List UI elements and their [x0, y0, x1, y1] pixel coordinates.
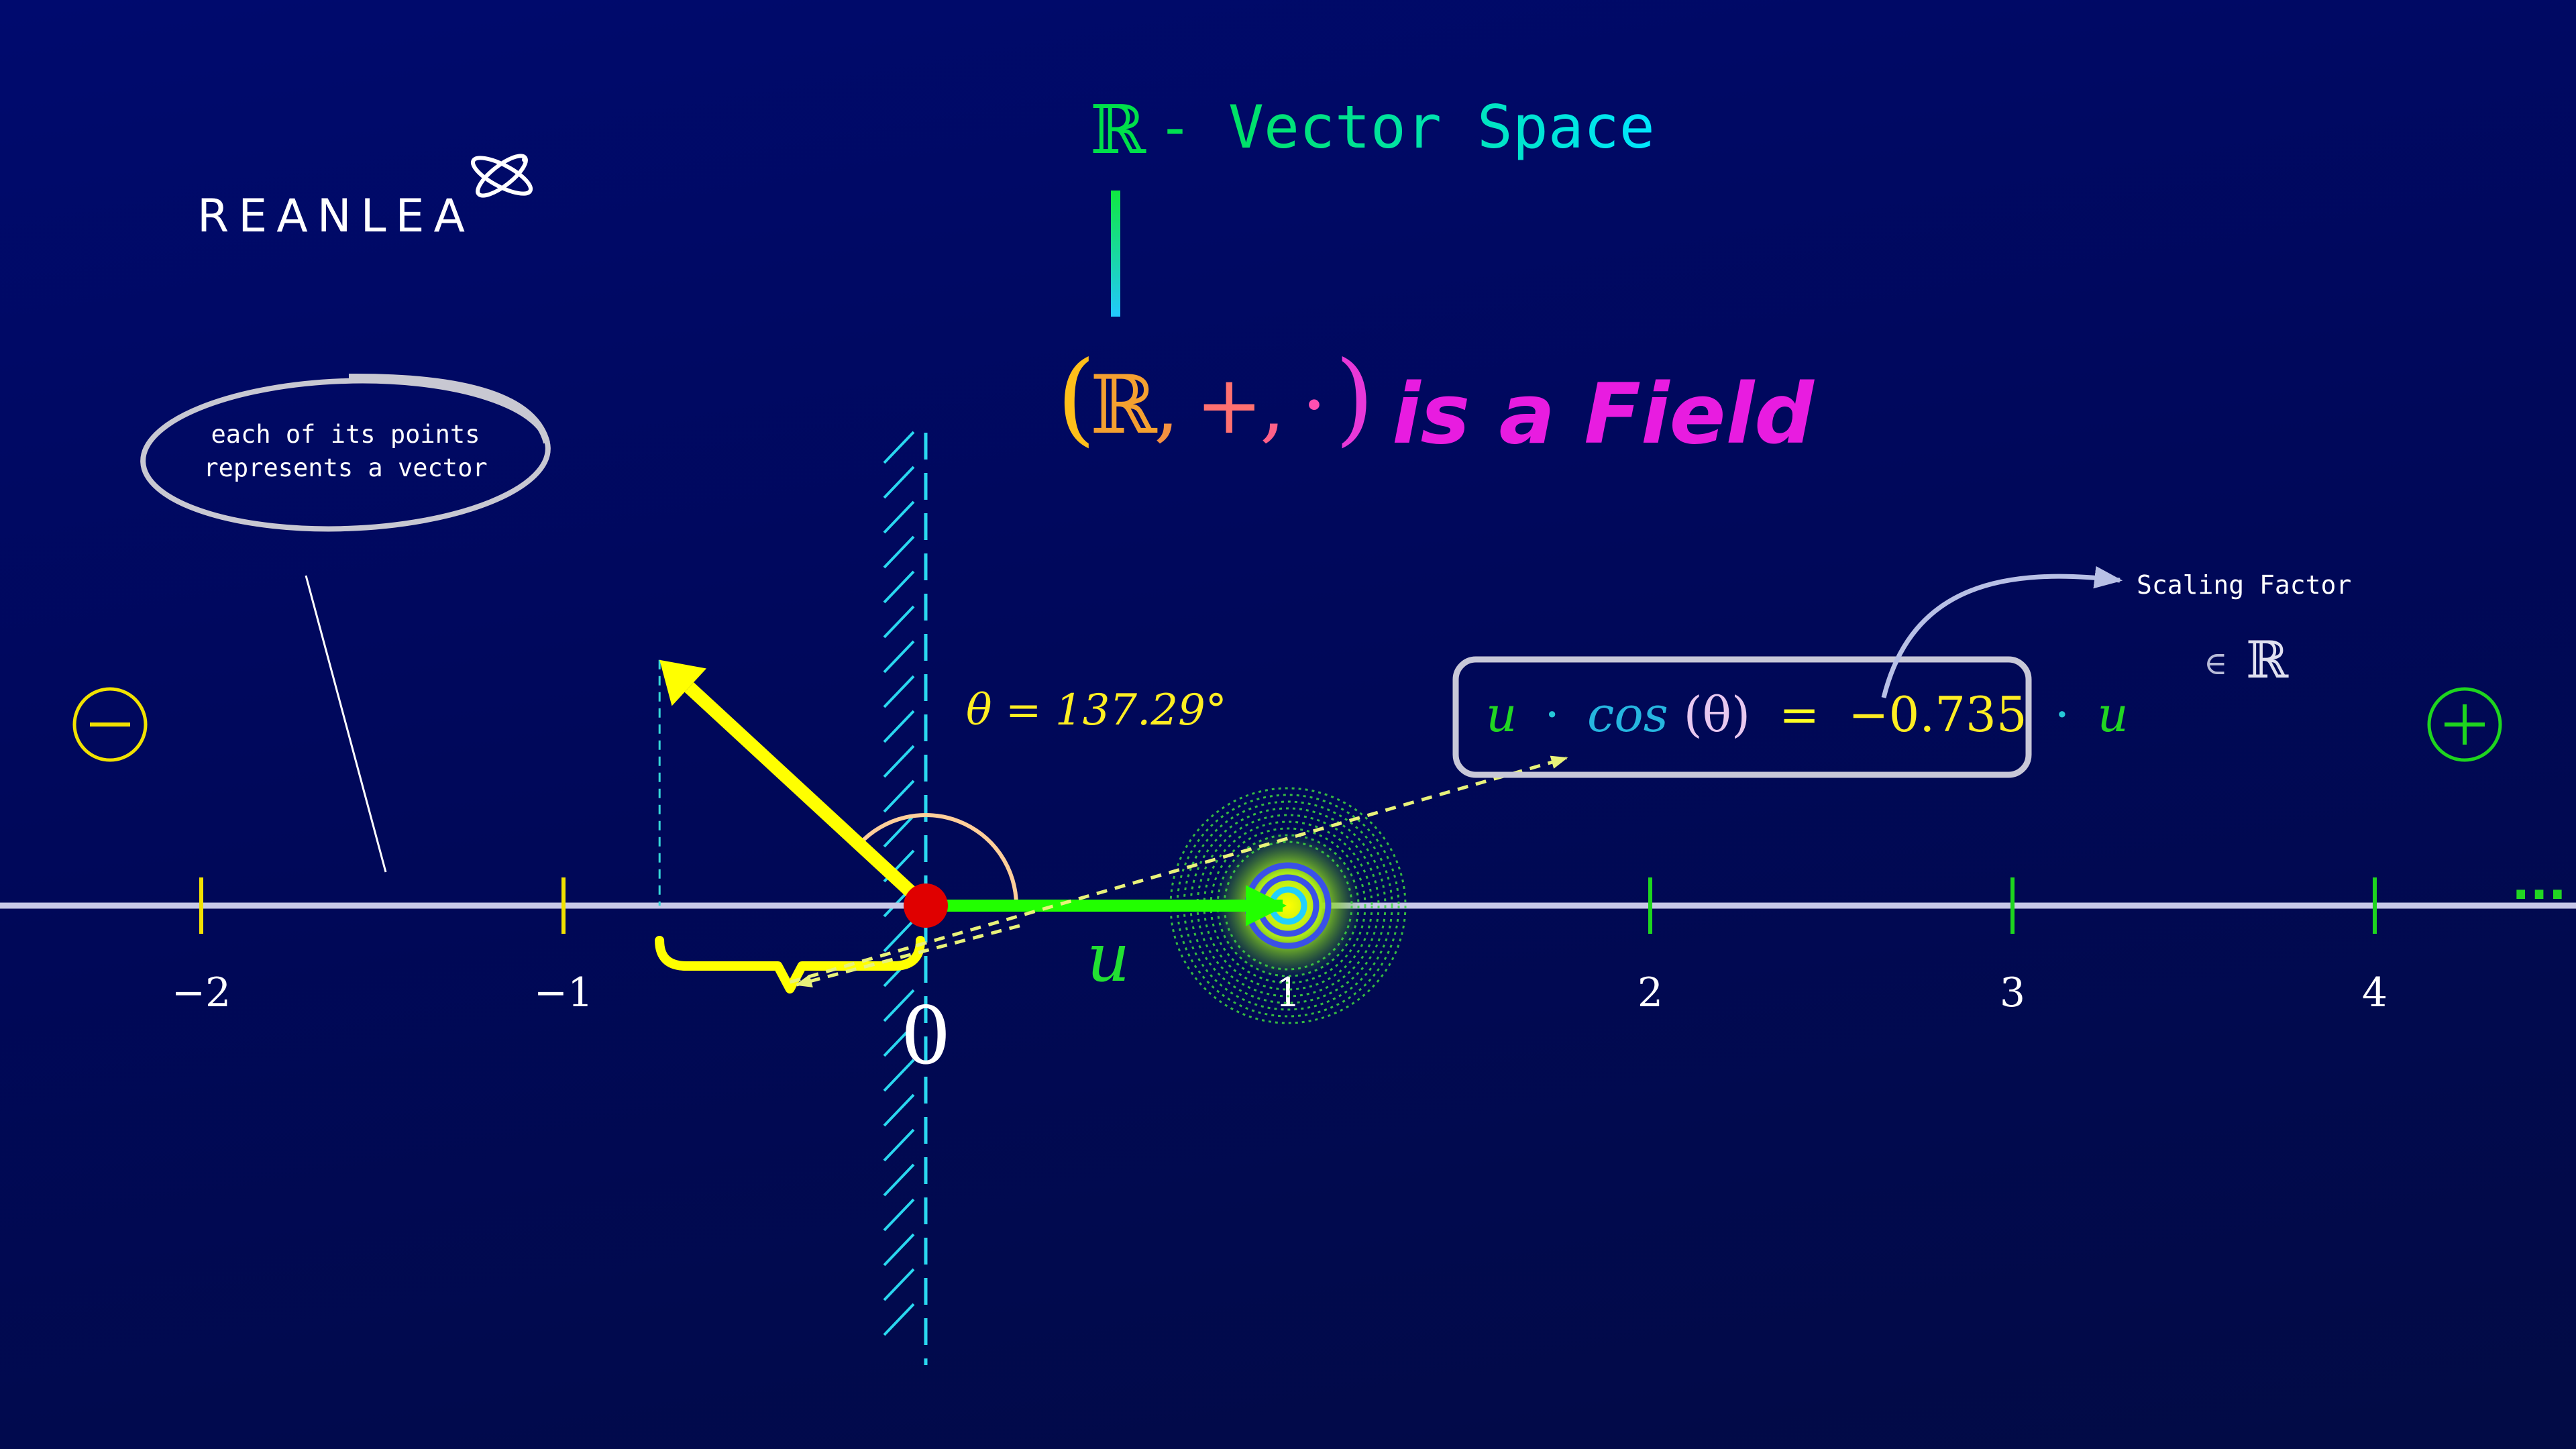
hatch-stroke: [883, 814, 915, 848]
tick-label: −2: [172, 969, 231, 1016]
field-set: ℝ: [1090, 359, 1158, 452]
eq-value: −0.735: [1848, 686, 2027, 743]
field-close-paren: ): [1335, 340, 1375, 457]
field-dot: ·: [1301, 359, 1327, 452]
equation-box: u · cos (θ) = −0.735 · u: [1452, 656, 2129, 778]
hatch-stroke: [883, 1198, 915, 1232]
eq-dot1: ·: [1544, 686, 1560, 743]
minus-sign-icon: [72, 687, 148, 762]
tick-label: 4: [2362, 969, 2387, 1016]
glow-ring: [1176, 794, 1400, 1018]
tick-label: 3: [2000, 969, 2025, 1016]
angle-label: θ = 137.29°: [966, 686, 1227, 735]
hatch-stroke: [883, 466, 915, 499]
scaling-set: ℝ: [2246, 630, 2289, 690]
ellipsis-marker: ...: [2512, 854, 2567, 910]
origin-point: [904, 883, 948, 928]
title-symbol: ℝ: [1090, 91, 1146, 169]
brace-pointer-arrow: [795, 924, 1020, 987]
hatch-stroke: [883, 431, 915, 464]
hatch-stroke: [883, 500, 915, 534]
hatch-stroke: [883, 1093, 915, 1127]
hatch-stroke: [883, 1024, 915, 1057]
field-caption: is a Field: [1392, 366, 1815, 463]
field-plus: +: [1195, 359, 1263, 452]
hatch-stroke: [883, 605, 915, 639]
brace-to-equation-arrow: [789, 755, 1568, 984]
scaling-label: Scaling Factor: [2137, 570, 2351, 600]
eq-u1: u: [1486, 686, 1517, 743]
scaling-element-of: ∈: [2204, 645, 2228, 682]
logo-text: REANLEA: [197, 190, 474, 243]
hatch-stroke: [883, 1163, 915, 1197]
projection-brace: [655, 936, 925, 994]
title-connector-bar: [1111, 191, 1120, 317]
scaling-arrow: [1881, 566, 2123, 698]
callout-line-1: each of its points: [211, 420, 480, 449]
hatch-stroke: [883, 1128, 915, 1162]
field-open-paren: (: [1057, 340, 1096, 457]
hatch-stroke: [883, 1233, 915, 1267]
field-comma-1: ,: [1154, 359, 1179, 452]
field-comma-2: ,: [1260, 359, 1285, 452]
callout-bubble: each of its points represents a vector: [140, 373, 551, 873]
hatch-stroke: [883, 1268, 915, 1301]
field-statement: ( ℝ , + , · ) is a Field: [1057, 340, 1815, 463]
vector-v-head: [659, 659, 707, 706]
hatch-stroke: [883, 570, 915, 604]
equation: u · cos (θ) = −0.735 · u: [1486, 686, 2129, 743]
plus-sign-icon: [2427, 687, 2502, 762]
vector-v-shaft: [684, 682, 930, 911]
tick-label: 2: [1638, 969, 1663, 1016]
title-text: - Vector Space: [1157, 93, 1655, 162]
glow-ring: [1216, 834, 1360, 977]
eq-arg: (θ): [1684, 686, 1751, 743]
eq-func: cos: [1587, 686, 1668, 743]
logo-orbit-icon: [470, 154, 533, 198]
hatch-stroke: [883, 535, 915, 569]
hatch-stroke: [883, 675, 915, 708]
hatch-stroke: [883, 710, 915, 743]
hatch-stroke: [883, 1303, 915, 1336]
glow-ring: [1183, 800, 1393, 1011]
tick-label: −1: [534, 969, 593, 1016]
callout-pointer-line: [305, 575, 387, 873]
eq-dot2: ·: [2055, 686, 2070, 743]
callout-line-2: represents a vector: [203, 453, 487, 482]
hatch-stroke: [883, 780, 915, 813]
vector-u-label: u: [1087, 918, 1130, 997]
angle-arc: [857, 813, 1018, 906]
reanlea-logo: REANLEA: [197, 154, 533, 243]
tick-label: 0: [900, 989, 951, 1082]
target-glow: [1169, 787, 1407, 1024]
hatch-stroke: [883, 1059, 915, 1092]
hatch-stroke: [883, 745, 915, 778]
hatch-stroke: [883, 640, 915, 674]
eq-u2: u: [2097, 686, 2128, 743]
glow-ring: [1169, 787, 1407, 1024]
hatch-stroke: [883, 919, 915, 953]
glow-ring: [1223, 841, 1353, 971]
hatch-stroke: [883, 989, 915, 1022]
glow-core: [1214, 832, 1362, 979]
glow-ring: [1189, 807, 1387, 1004]
eq-equals: =: [1779, 686, 1819, 743]
vector-v: [659, 659, 930, 911]
